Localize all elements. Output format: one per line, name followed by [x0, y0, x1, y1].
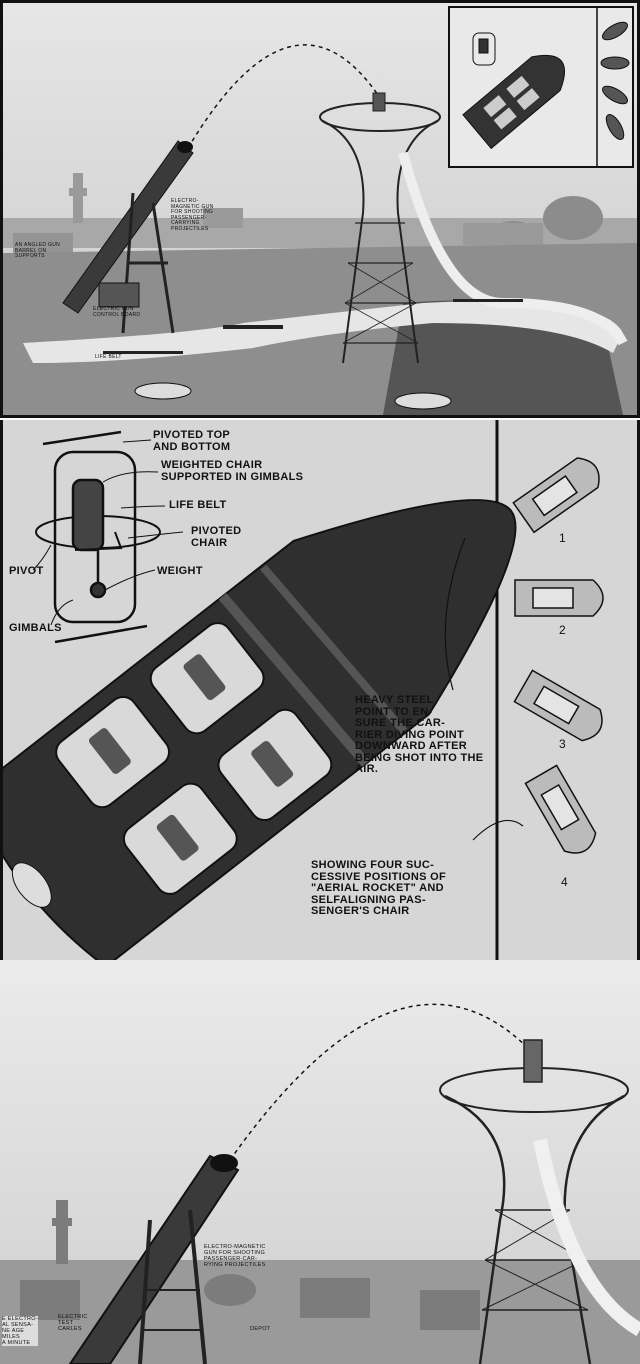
electric-caption: ELECTRIC TEST CARLES — [58, 1314, 88, 1333]
gun-caption: ELECTRO-MAGNETIC GUN FOR SHOOTING PASSEN… — [171, 198, 214, 232]
electro-magnetic-gun — [62, 140, 194, 334]
label-pivoted-chair: PIVOTED CHAIR — [191, 525, 242, 549]
depot-caption: DEPOT — [250, 1326, 271, 1332]
position-number-2: 2 — [559, 623, 566, 637]
aerial-rocket-projectile — [3, 499, 517, 960]
top-illustration-panel: ELECTRO-MAGNETIC GUN FOR SHOOTING PASSEN… — [0, 0, 640, 418]
control-board-caption: ELECTRIC GUN CONTROL BOARD — [93, 306, 141, 318]
label-steel-point: HEAVY STEEL POINT TO EN- SURE THE CAR- R… — [355, 694, 484, 776]
position-number-1: 1 — [559, 531, 566, 545]
life-belt-caption: LIFE BELT — [95, 354, 122, 360]
positions-arrow — [472, 819, 524, 841]
trajectory-line — [187, 44, 379, 149]
gun-barrel-caption: AN ANGLED GUN BARREL ON SUPPORTS — [15, 242, 61, 259]
amusement-park-scene — [3, 3, 637, 415]
trajectory-line-closeup — [229, 1003, 531, 1161]
label-pivot: PIVOT — [9, 565, 44, 577]
label-weighted-chair: WEIGHTED CHAIR SUPPORTED IN GIMBALS — [161, 459, 304, 483]
label-weight: WEIGHT — [157, 565, 203, 577]
closeup-park-scene — [0, 960, 640, 1364]
label-pivoted-top: PIVOTED TOP AND BOTTOM — [153, 429, 231, 453]
rocket-detail-panel: PIVOTED TOP AND BOTTOM WEIGHTED CHAIR SU… — [0, 420, 640, 960]
four-positions — [512, 457, 604, 854]
left-edge-caption: E ELECTRO- AL SENSA- NE AGE MILES A MINU… — [2, 1316, 39, 1347]
receiving-tower — [319, 92, 628, 364]
position-number-4: 4 — [561, 875, 568, 889]
label-gimbals: GIMBALS — [9, 622, 62, 634]
position-number-3: 3 — [559, 737, 566, 751]
gun-caption-closeup: ELECTRO-MAGNETIC GUN FOR SHOOTING PASSEN… — [204, 1244, 266, 1269]
label-life-belt: LIFE BELT — [169, 499, 227, 511]
label-four-positions: SHOWING FOUR SUC- CESSIVE POSITIONS OF "… — [311, 859, 446, 918]
inset-diagram — [448, 6, 634, 168]
rocket-diagram — [3, 420, 637, 960]
bottom-illustration-panel: ELECTRO-MAGNETIC GUN FOR SHOOTING PASSEN… — [0, 960, 640, 1364]
electro-magnetic-gun-closeup — [68, 1154, 240, 1364]
receiving-tower-closeup — [439, 1039, 640, 1364]
steel-point-arrow — [444, 537, 466, 691]
